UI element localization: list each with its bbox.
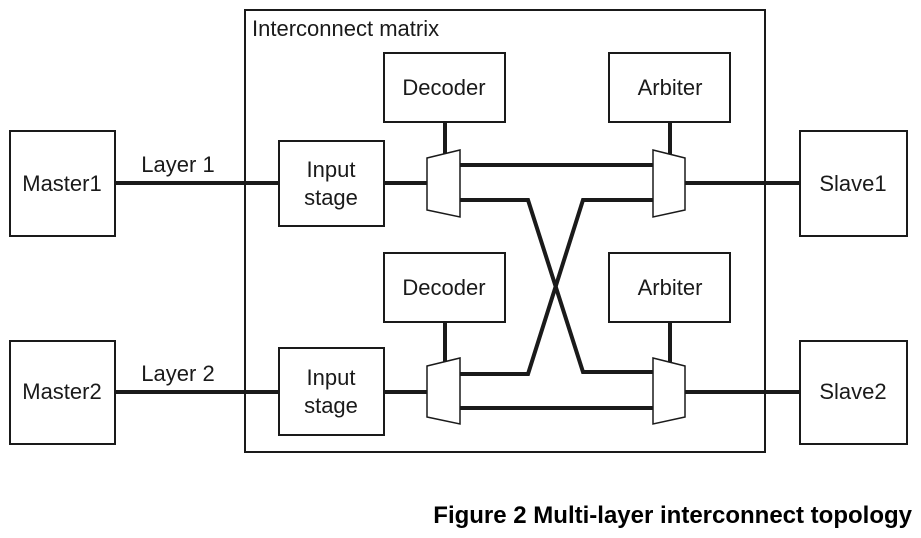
decoder1-mux [426,149,461,218]
decoder2-label: Decoder [402,275,485,300]
input-stage1-box [278,140,385,227]
arbiter1-box [608,52,731,123]
decoder1-box [383,52,506,123]
slave1-label: Slave1 [819,171,886,196]
arbiter2-box [608,252,731,323]
arbiter1-mux [652,149,686,218]
decoder1-label: Decoder [402,75,485,100]
layer2-label: Layer 2 [141,361,214,386]
input-stage2-line1: Input [307,365,356,390]
input-stage1-line2: stage [304,185,358,210]
arbiter1-label: Arbiter [638,75,703,100]
path-m2-s1 [458,198,653,376]
slave1-box [799,130,908,237]
slave2-box [799,340,908,445]
master2-box [9,340,116,445]
input-stage2-box [278,347,385,436]
arbiter2-mux [652,357,686,425]
figure-caption: Figure 2 Multi-layer interconnect topolo… [433,502,912,529]
master2-label: Master2 [22,379,101,404]
master1-label: Master1 [22,171,101,196]
interconnect-matrix-title: Interconnect matrix [252,16,439,41]
decoder2-mux [426,357,461,425]
decoder2-box [383,252,506,323]
slave2-label: Slave2 [819,379,886,404]
input-stage2-line2: stage [304,393,358,418]
input-stage1-line1: Input [307,157,356,182]
arbiter2-label: Arbiter [638,275,703,300]
master1-box [9,130,116,237]
layer1-label: Layer 1 [141,152,214,177]
